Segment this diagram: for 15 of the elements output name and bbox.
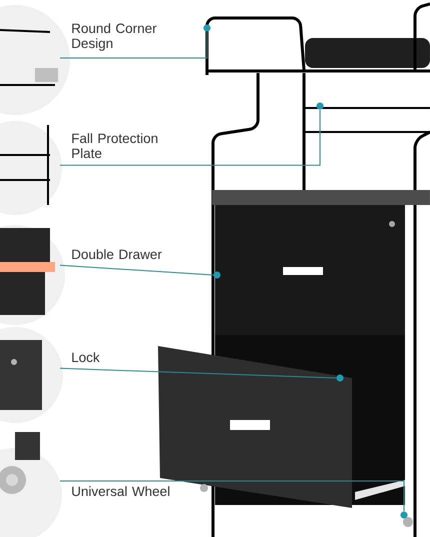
target-dot bbox=[316, 102, 324, 110]
leader-line bbox=[60, 480, 404, 512]
leader-line bbox=[60, 264, 214, 276]
callout-text: Fall Protection Plate bbox=[72, 133, 158, 158]
callout-text: Lock bbox=[72, 352, 100, 362]
target-dot bbox=[214, 272, 220, 278]
callout-text: Round Corner Design bbox=[72, 23, 156, 51]
target-dot bbox=[336, 374, 344, 382]
target-dot bbox=[400, 512, 408, 518]
leader-line bbox=[60, 368, 337, 378]
callout-text: Double Drawer bbox=[72, 249, 162, 260]
target-dot bbox=[204, 24, 210, 32]
leader-line bbox=[60, 109, 320, 166]
callout-text: Universal Wheel bbox=[72, 486, 170, 496]
leader-line bbox=[60, 31, 208, 58]
